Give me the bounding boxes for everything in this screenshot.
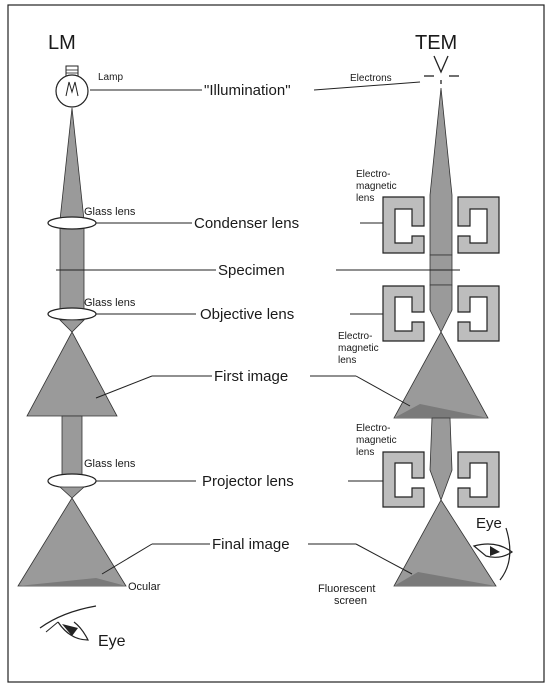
tem-objective-coil: [382, 285, 500, 342]
connector-lines: [56, 81, 460, 575]
projector-lens-label: Projector lens: [202, 473, 294, 490]
em-lens-label-3: Electro- magnetic lens: [356, 423, 397, 458]
svg-text:Fluorescent: Fluorescent: [318, 583, 375, 595]
svg-text:magnetic: magnetic: [356, 181, 397, 192]
tem-beam-objective: [429, 284, 453, 333]
tem-eye-icon: [472, 527, 514, 581]
lm-eye-label: Eye: [98, 633, 126, 650]
lm-projector-lens: [47, 473, 97, 489]
lm-title: LM: [48, 32, 76, 54]
condenser-lens-label: Condenser lens: [194, 215, 299, 232]
svg-text:magnetic: magnetic: [338, 343, 379, 354]
lm-beam-middle: [61, 415, 83, 481]
svg-text:lens: lens: [356, 193, 374, 204]
svg-text:magnetic: magnetic: [356, 435, 397, 446]
lamp-label: Lamp: [98, 72, 123, 83]
fluorescent-screen-label: Fluorescent screen: [318, 583, 375, 607]
tem-beam-projector: [429, 417, 453, 502]
first-image-label: First image: [214, 368, 288, 385]
svg-text:lens: lens: [338, 355, 356, 366]
lm-ocular-shadow: [18, 578, 126, 586]
lm-condenser-lens: [47, 216, 97, 230]
svg-text:Electro-: Electro-: [356, 169, 390, 180]
final-image-label: Final image: [212, 536, 290, 553]
tem-condenser-coil: [382, 196, 500, 254]
illumination-label: "Illumination": [204, 82, 291, 99]
specimen-label: Specimen: [218, 262, 285, 279]
tem-title: TEM: [415, 32, 457, 54]
tem-screen-shadow: [394, 572, 496, 586]
svg-text:lens: lens: [356, 447, 374, 458]
lm-beam-cross-2: [58, 486, 86, 499]
svg-text:screen: screen: [334, 595, 367, 607]
lm-column: [17, 65, 127, 641]
glass-lens-label-3: Glass lens: [84, 458, 136, 470]
electron-gun-icon: [424, 55, 459, 84]
objective-lens-label: Objective lens: [200, 306, 294, 323]
lm-objective-lens: [47, 307, 97, 321]
glass-lens-label-1: Glass lens: [84, 206, 136, 218]
lm-eye-icon: [39, 605, 97, 641]
tem-projector-coil: [382, 451, 500, 508]
ocular-label: Ocular: [128, 581, 161, 593]
glass-lens-label-2: Glass lens: [84, 297, 136, 309]
em-lens-label-1: Electro- magnetic lens: [356, 169, 397, 204]
electrons-label: Electrons: [350, 73, 392, 84]
tem-eye-label: Eye: [476, 515, 502, 532]
lm-beam-cross-1: [59, 319, 85, 333]
em-lens-label-2: Electro- magnetic lens: [338, 331, 379, 366]
tem-first-image-shadow: [394, 404, 488, 418]
svg-text:Electro-: Electro-: [338, 331, 372, 342]
lamp-icon: [55, 65, 89, 108]
svg-text:Electro-: Electro-: [356, 423, 390, 434]
